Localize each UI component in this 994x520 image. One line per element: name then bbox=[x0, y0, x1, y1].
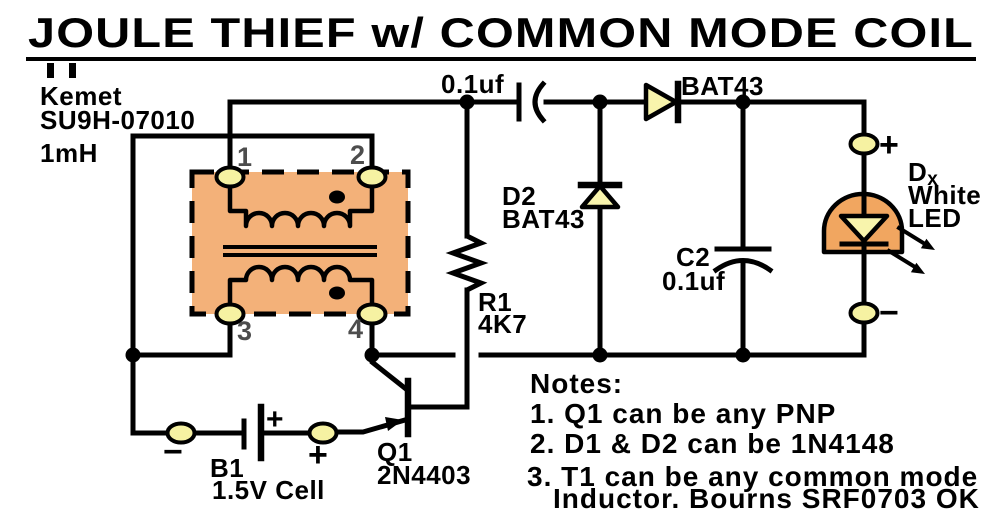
battery-plate-plus-sign: + bbox=[266, 403, 284, 436]
wire-battery-minus-drop bbox=[130, 350, 171, 436]
transformer-brand-label: Kemet bbox=[40, 81, 122, 111]
led-type-label: LED bbox=[908, 203, 962, 233]
battery-ref-label: B1 bbox=[210, 453, 244, 483]
led-light-arrow bbox=[896, 225, 928, 247]
junction-dot bbox=[364, 347, 380, 363]
terminal-pin4 bbox=[356, 302, 388, 326]
transistor-q1-ref-label: Q1 bbox=[377, 437, 413, 467]
battery-value-label: 1.5V Cell bbox=[212, 475, 325, 505]
led-light-arrowhead-icon bbox=[920, 238, 935, 250]
diode-d1-part-label: BAT43 bbox=[681, 71, 764, 101]
pin1-number: 1 bbox=[237, 142, 253, 172]
led-light-arrowhead-icon bbox=[910, 262, 925, 274]
junction-dot bbox=[592, 347, 608, 363]
terminal-pin3 bbox=[214, 302, 246, 326]
tick-mark-icon bbox=[47, 63, 54, 78]
page-title: JOULE THIEF w/ COMMON MODE COIL bbox=[28, 9, 974, 56]
junction-dot bbox=[735, 347, 751, 363]
capacitor-c2-value-label: 0.1uf bbox=[662, 266, 725, 296]
led-color-label: White bbox=[908, 180, 981, 210]
notes-line-4: Inductor. Bourns SRF0703 OK bbox=[553, 483, 980, 514]
transistor-q1-part-label: 2N4403 bbox=[377, 460, 471, 490]
junction-dot bbox=[125, 347, 141, 363]
notes-heading: Notes: bbox=[530, 368, 623, 399]
junction-dot bbox=[592, 94, 608, 110]
terminal-output-plus bbox=[848, 132, 880, 156]
capacitor-c2-ref-label: C2 bbox=[676, 242, 710, 272]
wire-top-rail-right bbox=[677, 99, 867, 137]
capacitor-c2-plate-curved bbox=[712, 258, 774, 274]
wire-pin2-loop bbox=[130, 133, 375, 359]
tick-mark-icon bbox=[69, 63, 76, 78]
transformer-bottom-winding bbox=[227, 264, 375, 304]
polarity-dot-icon bbox=[329, 286, 345, 300]
terminal-battery-plus bbox=[307, 421, 339, 445]
polarity-dot-icon bbox=[329, 190, 345, 204]
terminal-output-minus bbox=[848, 301, 880, 325]
pin4-number: 4 bbox=[348, 314, 364, 344]
terminal-battery-minus bbox=[165, 421, 197, 445]
output-minus-sign: − bbox=[879, 294, 899, 332]
resistor-r1-value-label: 4K7 bbox=[478, 309, 527, 339]
battery-minus-terminal-sign: − bbox=[163, 433, 183, 471]
resistor-r1-ref-label: R1 bbox=[478, 287, 512, 317]
pin2-number: 2 bbox=[350, 140, 366, 170]
led-light-arrow bbox=[886, 248, 918, 270]
led-diode-symbol bbox=[838, 213, 890, 244]
resistor-r1-symbol bbox=[445, 233, 489, 293]
battery-plus-terminal-sign: + bbox=[308, 436, 328, 474]
notes-line-2: 2. D1 & D2 can be 1N4148 bbox=[530, 428, 895, 459]
transformer-part-label: SU9H-07010 bbox=[40, 105, 195, 135]
pin3-number: 3 bbox=[237, 316, 253, 346]
diode-d2-part-label: BAT43 bbox=[502, 204, 585, 234]
capacitor-c1-plate-curved bbox=[532, 80, 547, 124]
transformer-top-winding bbox=[227, 187, 375, 229]
wire-bottom-rail-b bbox=[478, 321, 867, 358]
diode-d1-symbol bbox=[643, 82, 679, 122]
wire-pin3-drop bbox=[130, 313, 233, 358]
junction-dot bbox=[459, 94, 475, 110]
q1-emitter-arrow-icon bbox=[385, 417, 403, 431]
diode-d2-ref-label: D2 bbox=[502, 181, 536, 211]
led-ref-label: Dx bbox=[908, 157, 938, 190]
transformer-body bbox=[189, 169, 411, 317]
terminal-pin1 bbox=[214, 165, 246, 189]
diode-d2-symbol bbox=[579, 183, 621, 210]
notes-line-1: 1. Q1 can be any PNP bbox=[530, 398, 836, 429]
capacitor-c1-value-label: 0.1uf bbox=[441, 69, 504, 99]
junction-dot bbox=[735, 94, 751, 110]
terminal-pin2 bbox=[356, 165, 388, 189]
notes-line-3: 3. T1 can be any common mode bbox=[527, 461, 978, 492]
output-plus-sign: + bbox=[879, 126, 899, 164]
transformer-value-label: 1mH bbox=[40, 138, 98, 168]
